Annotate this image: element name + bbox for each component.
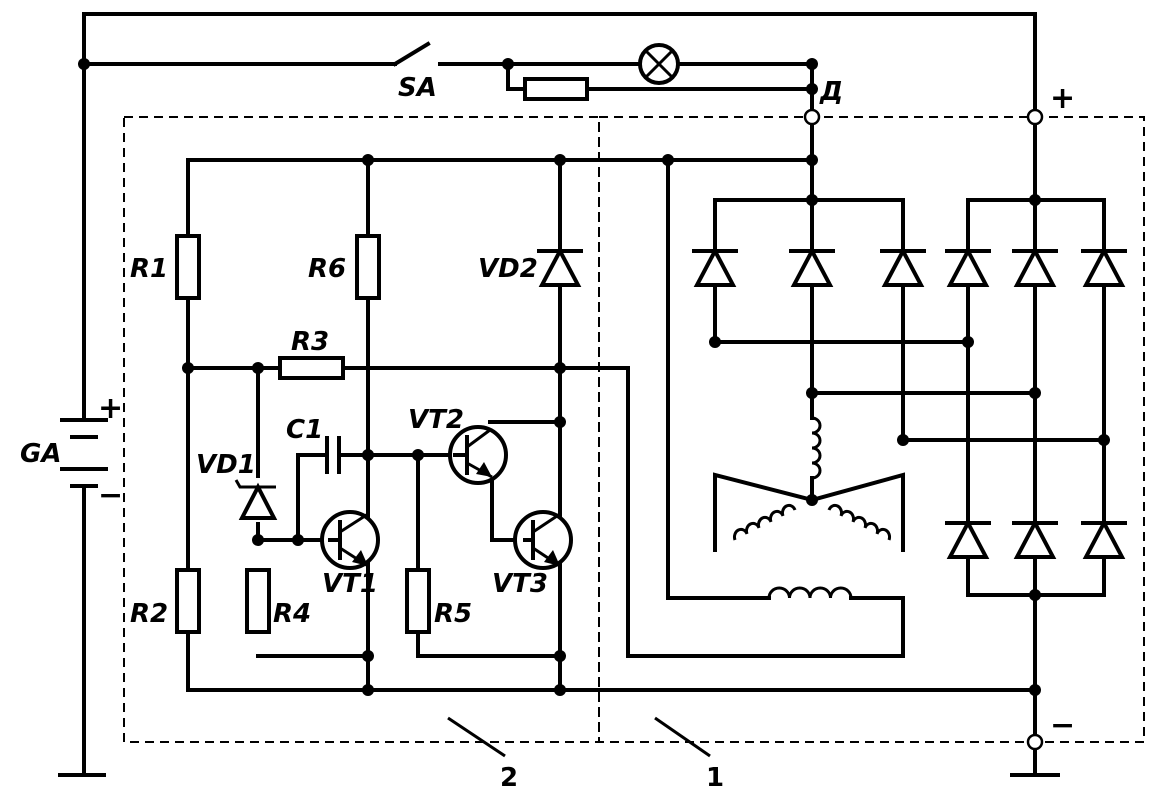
- terminal-minus: [1026, 733, 1044, 751]
- generator-block-outline: [598, 116, 1145, 743]
- bridge-diode: [1012, 246, 1058, 287]
- label-vt2: VT2: [408, 405, 464, 435]
- bridge-diode: [945, 246, 991, 287]
- regulator-wiring: [186, 115, 1037, 692]
- label-battery-minus: −: [98, 478, 123, 513]
- label-battery-plus: +: [98, 391, 123, 426]
- label-r3: R3: [291, 327, 329, 357]
- label-sa: SA: [398, 73, 437, 103]
- resistor-r2: [175, 568, 201, 634]
- label-vt3: VT3: [492, 569, 548, 599]
- label-vd2: VD2: [478, 254, 538, 284]
- resistor-r1: [175, 234, 201, 300]
- bridge-diode: [692, 246, 738, 287]
- bridge-diode: [789, 246, 835, 287]
- regulator-block-outline: [123, 116, 600, 743]
- block-1-leader: [654, 716, 711, 758]
- rectifier-wiring: [713, 115, 1106, 744]
- label-ga: GA: [20, 439, 61, 469]
- label-r1: R1: [130, 254, 168, 284]
- label-block-1: 1: [706, 763, 724, 793]
- label-c1: C1: [286, 415, 323, 445]
- label-d: Д: [819, 77, 843, 107]
- terminal-plus: [1026, 108, 1044, 126]
- transistor-vt1: [320, 510, 380, 570]
- transistor-vt2: [448, 425, 508, 485]
- block-2-leader: [447, 716, 506, 758]
- resistor-r5: [405, 568, 431, 634]
- label-vt1: VT1: [322, 569, 378, 599]
- resistor-r6: [355, 234, 381, 300]
- stator-winding-top: [811, 416, 822, 480]
- junction-dots: [78, 58, 1110, 696]
- label-r5: R5: [434, 599, 472, 629]
- stator-winding-left: [733, 503, 797, 541]
- label-r6: R6: [308, 254, 346, 284]
- bridge-diode: [1081, 518, 1127, 559]
- external-wiring: [58, 12, 1060, 777]
- bridge-diode: [1012, 518, 1058, 559]
- label-r2: R2: [130, 599, 168, 629]
- label-plus-terminal: +: [1050, 81, 1075, 116]
- rectifier-diodes: [692, 246, 1127, 559]
- zener-diode-vd1: [234, 478, 278, 522]
- excitation-winding: [767, 586, 853, 599]
- lamp-icon: [638, 43, 680, 85]
- lamp-resistor: [523, 77, 589, 101]
- label-r4: R4: [273, 599, 311, 629]
- bridge-diode: [880, 246, 926, 287]
- diode-vd2: [537, 246, 583, 287]
- terminal-d: [803, 108, 821, 126]
- transistor-vt3: [513, 510, 573, 570]
- resistor-r4: [245, 568, 271, 634]
- capacitor-c1: [325, 436, 341, 474]
- label-minus-terminal: −: [1050, 708, 1075, 743]
- resistor-r3: [278, 356, 345, 380]
- stator-winding-right: [827, 503, 891, 541]
- label-block-2: 2: [500, 763, 518, 793]
- bridge-diode: [945, 518, 991, 559]
- battery-ga: [60, 418, 108, 488]
- bridge-diode: [1081, 246, 1127, 287]
- label-vd1: VD1: [196, 450, 256, 480]
